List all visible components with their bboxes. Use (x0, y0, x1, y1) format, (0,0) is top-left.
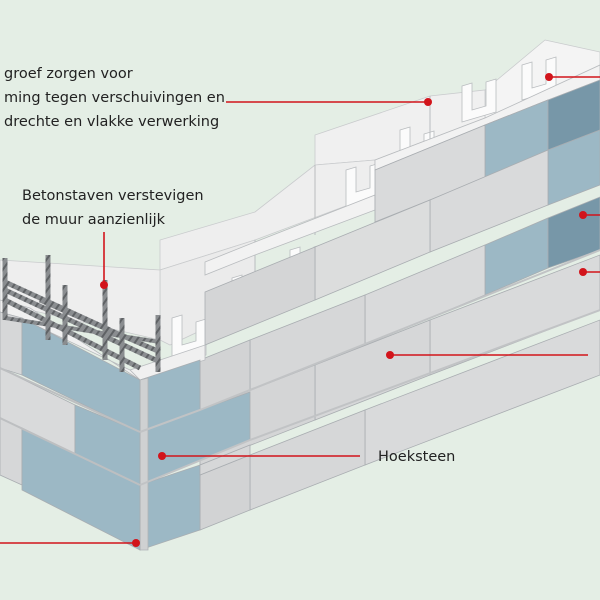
rebar-label-line-2: de muur aanzienlijk (22, 212, 166, 228)
wall-right-wing (199, 64, 600, 531)
groove-label-line-3: drechte en vlakke verwerking (4, 114, 220, 130)
groove-label-line-2: ming tegen verschuivingen en (4, 90, 225, 106)
corner-label: Hoeksteen (378, 449, 456, 465)
rebar-label-line-1: Betonstaven verstevigen (22, 188, 204, 204)
corner-column (129, 344, 251, 551)
leader-top-right-dot (545, 73, 553, 81)
leader-mid-right-2-dot (579, 268, 587, 276)
leader-joint-dot (386, 351, 394, 359)
rebar-cage (2, 255, 162, 372)
leader-corner-dot (158, 452, 166, 460)
groove-label: groef zorgen voor ming tegen verschuivin… (4, 62, 225, 134)
leader-groove-dot (424, 98, 432, 106)
leader-mid-right-1-dot (579, 211, 587, 219)
groove-label-line-1: groef zorgen voor (4, 66, 133, 82)
leader-rebar-dot (100, 281, 108, 289)
rebar-label: Betonstaven verstevigen de muur aanzienl… (22, 184, 204, 232)
wall-left-wing (0, 299, 141, 551)
leader-lines (0, 73, 600, 547)
course-joints (139, 249, 600, 486)
leader-bottom-left-dot (132, 539, 140, 547)
